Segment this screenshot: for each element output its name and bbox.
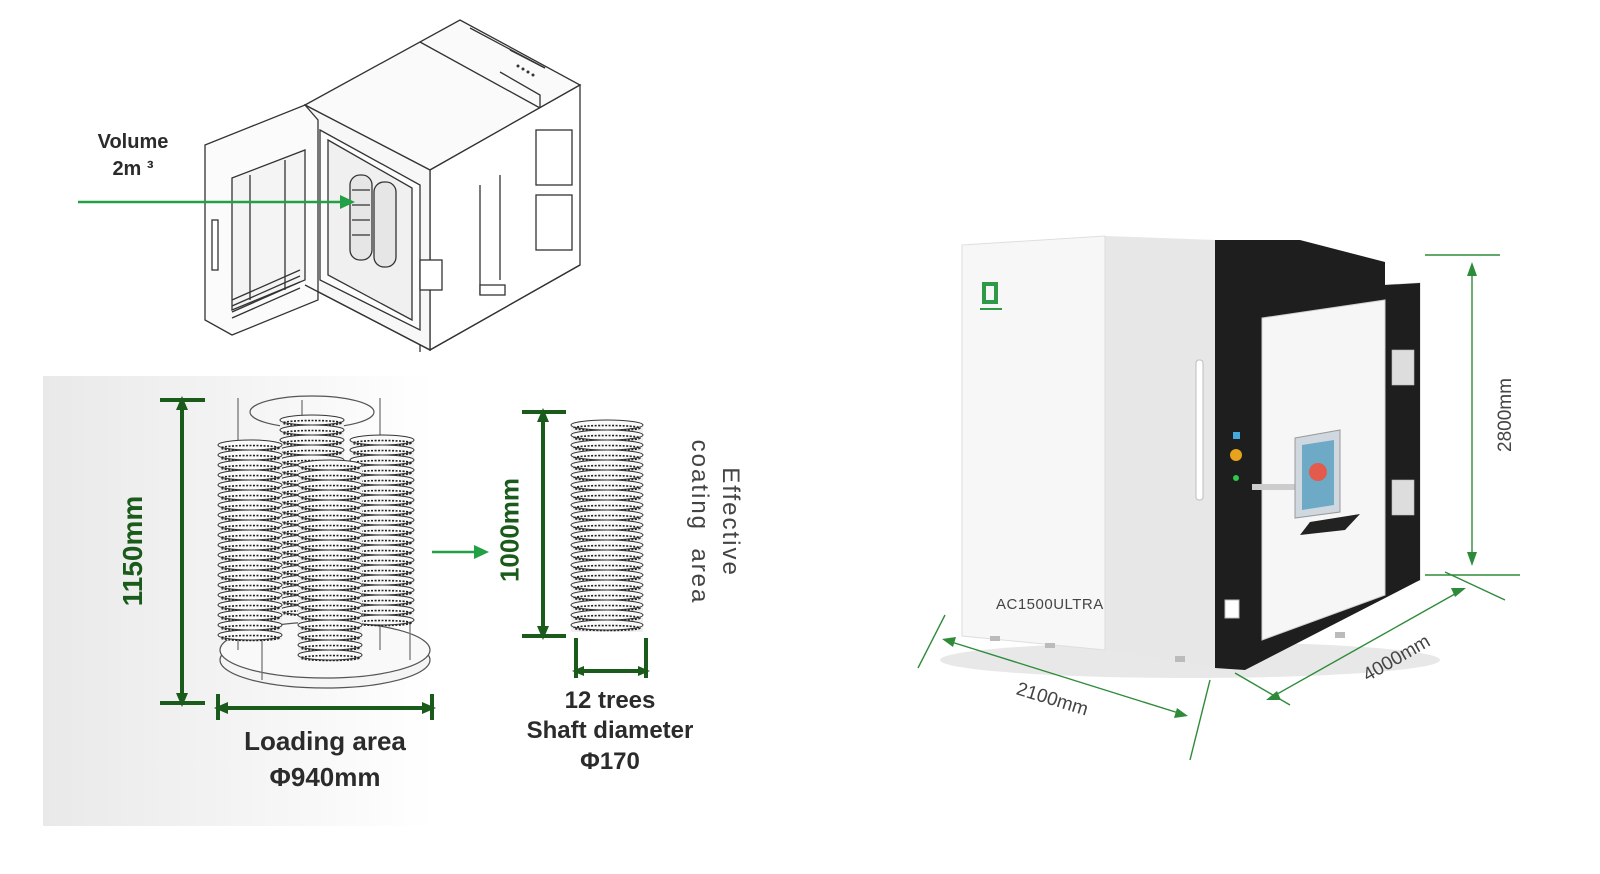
- shaft-value: Φ170: [580, 748, 640, 775]
- model-name: AC1500ULTRA: [996, 596, 1104, 613]
- height-dim-label: 2800mm: [1495, 378, 1516, 452]
- stack-left: [217, 439, 283, 642]
- loading-area-value: Φ940mm: [269, 762, 381, 792]
- shaft-label: Shaft diameter: [526, 717, 694, 744]
- loading-area-label: Loading area: [244, 726, 406, 756]
- volume-label: Volume: [97, 131, 169, 153]
- volume-value: 2m ³: [112, 158, 154, 180]
- single-tree-stack: [570, 419, 644, 632]
- trees-label: 12 trees: [564, 687, 656, 714]
- stack-front: [297, 459, 363, 662]
